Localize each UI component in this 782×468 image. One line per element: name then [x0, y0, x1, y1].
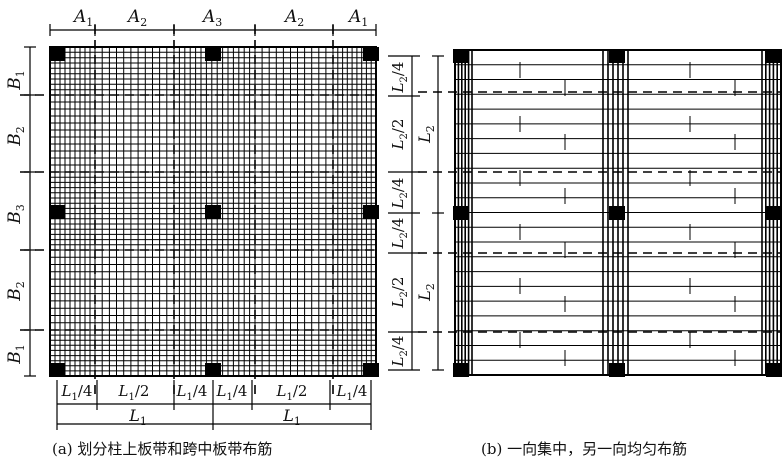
figure-a-strip-boundaries [20, 25, 376, 400]
label-l1-span-right: L1 [282, 406, 301, 428]
label-a3: A3 [201, 7, 222, 29]
label-l2-half-1: L2/2 [389, 119, 410, 151]
figure-a-top-labels: A1 A2 A3 A2 A1 [72, 7, 368, 29]
column-square [453, 363, 469, 377]
column-square [766, 363, 782, 377]
column-square [453, 206, 469, 220]
figure-a-caption: (a) 划分柱上板带和跨中板带布筋 [52, 440, 273, 458]
column-square [363, 363, 379, 377]
label-l1-quarter-3: L1/4 [216, 382, 248, 403]
label-l1-quarter-4: L1/4 [336, 382, 368, 403]
label-l2-quarter-3: L2/4 [389, 218, 410, 250]
figure-a-left-labels: B1 B2 B3 B2 B1 [5, 70, 27, 365]
label-a1-right: A1 [347, 7, 368, 29]
figure-b-right-span-labels: L2 L2 [415, 125, 437, 302]
column-square [49, 363, 65, 377]
column-square [205, 47, 221, 61]
label-b2-top: B2 [5, 126, 27, 147]
label-a2-left: A2 [126, 7, 147, 29]
figure-b-right-strip-labels: L2/4 L2/2 L2/4 L2/4 L2/2 L2/4 [389, 62, 410, 368]
figure-a-columns [49, 47, 379, 377]
figure-b-caption: (b) 一向集中，另一向均匀布筋 [481, 440, 688, 458]
column-square [766, 206, 782, 220]
column-square [766, 49, 782, 63]
column-square [49, 47, 65, 61]
label-b1-bottom: B1 [5, 344, 27, 365]
label-l1-quarter-2: L1/4 [176, 382, 208, 403]
label-l1-quarter-1: L1/4 [61, 382, 93, 403]
figure-b-strip-boundaries [418, 91, 781, 333]
column-square [609, 49, 625, 63]
figure-b-columns [453, 49, 782, 377]
figure-a [20, 24, 379, 430]
label-l2-half-2: L2/2 [389, 277, 410, 309]
label-l2-quarter-4: L2/4 [389, 336, 410, 368]
figure-a-bottom-span-labels: L1 L1 [128, 406, 301, 428]
column-square [49, 205, 65, 219]
column-square [609, 206, 625, 220]
column-square [363, 205, 379, 219]
figure-a-dimension-lines [24, 24, 377, 430]
column-square [363, 47, 379, 61]
label-a2-right: A2 [283, 7, 304, 29]
label-l1-span-left: L1 [128, 406, 147, 428]
column-square [205, 363, 221, 377]
label-b1-top: B1 [5, 70, 27, 91]
label-l1-half-2: L1/2 [276, 382, 308, 403]
label-l1-half-1: L1/2 [118, 382, 150, 403]
figure-a-bottom-strip-labels: L1/4 L1/2 L1/4 L1/4 L1/2 L1/4 [61, 382, 368, 403]
label-b3: B3 [5, 204, 27, 225]
figure-b-dimension-lines [388, 55, 444, 371]
figure-b [388, 49, 782, 377]
label-l2-span-top: L2 [415, 125, 437, 144]
label-a1-left: A1 [72, 7, 93, 29]
label-l2-span-bottom: L2 [415, 283, 437, 302]
label-l2-quarter-2: L2/4 [389, 178, 410, 210]
column-square [453, 49, 469, 63]
column-square [205, 205, 221, 219]
label-l2-quarter-1: L2/4 [389, 62, 410, 94]
column-square [609, 363, 625, 377]
label-b2-bottom: B2 [5, 281, 27, 302]
